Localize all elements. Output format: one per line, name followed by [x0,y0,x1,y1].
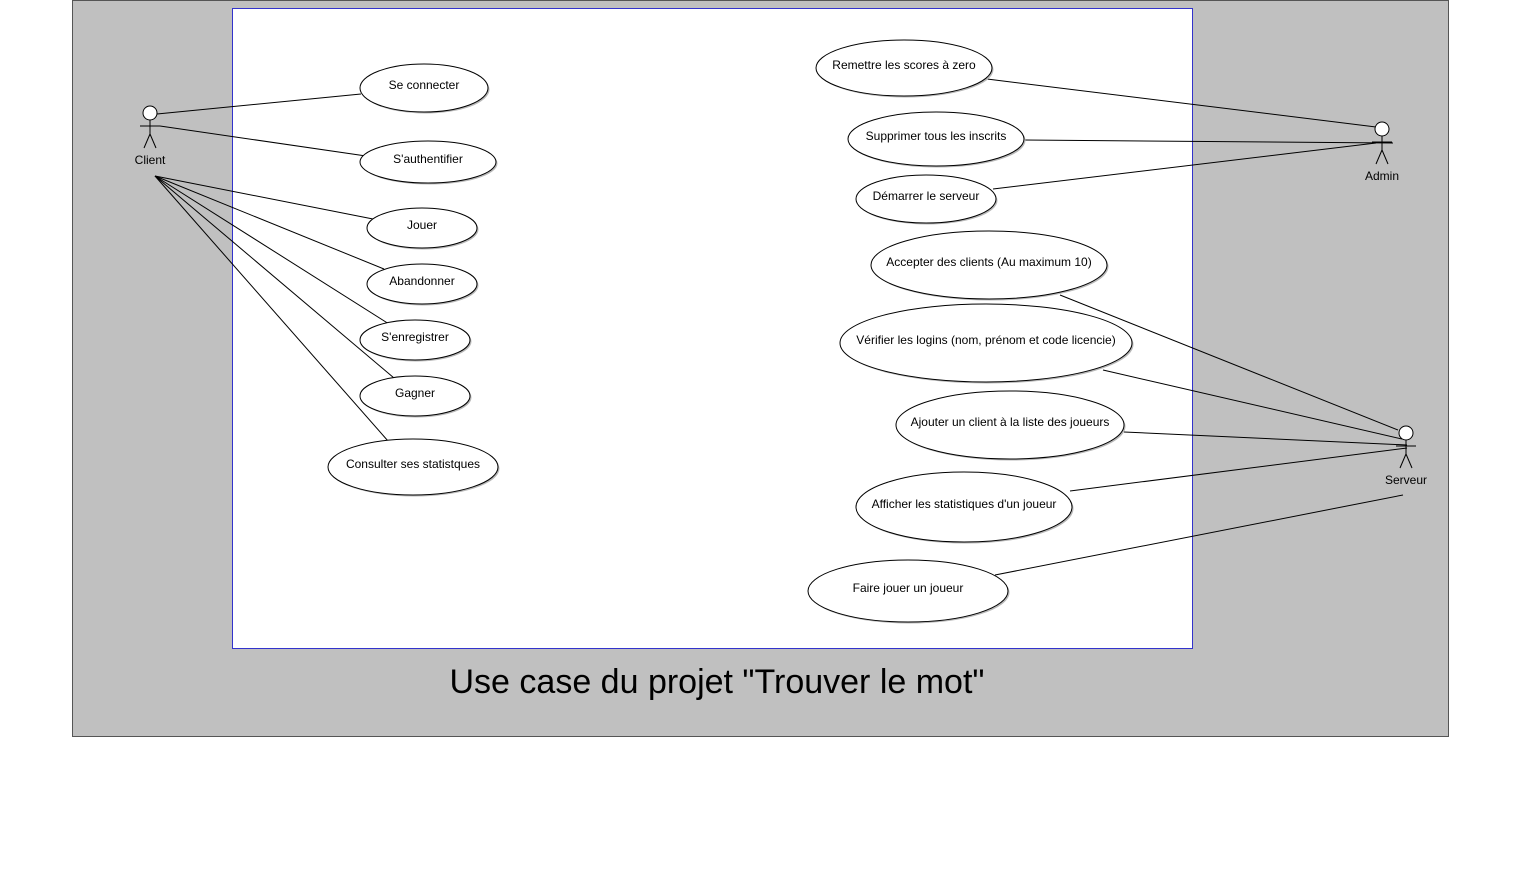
use-case-label: Remettre les scores à zero [832,58,976,72]
use-case-se-connecter: Se connecter [359,63,490,114]
use-case-label: Afficher les statistiques d'un joueur [872,497,1057,511]
actor-serveur: Serveur [1385,425,1427,487]
use-case-jouer: Jouer [366,207,479,250]
use-case-ellipse [366,263,478,305]
association-client-se_connecter [156,93,362,115]
association-client-s_enregistrer [154,175,390,325]
use-case-label: Accepter des clients (Au maximum 10) [886,255,1091,269]
association-admin-demarrer_serveur [992,142,1377,190]
use-case-ellipse [359,63,489,113]
association-serveur-faire_jouer [994,494,1404,576]
use-case-remettre-scores: Remettre les scores à zero [815,39,994,98]
actor-admin: Admin [1365,121,1399,183]
actor-right-leg [149,133,157,149]
use-case-demarrer-serveur: Démarrer le serveur [855,174,998,225]
use-case-label: Vérifier les logins (nom, prénom et code… [856,333,1115,347]
use-case-label: Gagner [395,386,435,400]
actor-right-leg [1381,149,1389,165]
use-case-ellipse [847,111,1025,167]
use-case-ellipse [366,207,478,249]
use-case-ellipse [870,230,1108,300]
use-cases: Se connecterS'authentifierJouerAbandonne… [327,39,1134,624]
use-case-afficher-stats: Afficher les statistiques d'un joueur [855,471,1074,544]
association-lines [154,78,1408,576]
association-client-jouer [154,175,374,220]
association-admin-supprimer_inscrits [1023,139,1394,144]
use-case-label: Abandonner [389,274,454,288]
use-case-label: Démarrer le serveur [873,189,980,203]
use-case-ellipse [327,438,499,496]
use-case-s-authentifier: S'authentifier [359,140,498,185]
actor-head [1374,121,1390,137]
actor-left-leg [1399,453,1407,469]
use-case-ajouter-client: Ajouter un client à la liste des joueurs [895,390,1126,461]
use-case-ellipse [855,174,997,224]
actor-label: Client [135,153,166,167]
use-case-gagner: Gagner [359,375,472,418]
use-case-faire-jouer: Faire jouer un joueur [807,559,1010,624]
association-serveur-accepter_clients [1059,294,1399,431]
use-case-supprimer-inscrits: Supprimer tous les inscrits [847,111,1026,168]
association-serveur-ajouter_client [1123,431,1408,446]
use-case-verifier-logins: Vérifier les logins (nom, prénom et code… [839,303,1134,384]
actor-left-leg [1375,149,1383,165]
actor-head [1398,425,1414,441]
use-case-abandonner: Abandonner [366,263,479,306]
actor-right-leg [1405,453,1413,469]
use-case-ellipse [855,471,1073,543]
use-case-ellipse [359,140,497,184]
use-case-label: Jouer [407,218,437,232]
association-serveur-verifier_logins [1102,369,1403,440]
actor-left-leg [143,133,151,149]
diagram-title: Use case du projet "Trouver le mot" [450,663,985,701]
use-case-s-enregistrer: S'enregistrer [359,319,472,362]
use-case-ellipse [815,39,993,97]
association-client-consulter_stats [154,175,389,442]
use-case-label: Consulter ses statistques [346,457,480,471]
use-case-ellipse [359,375,471,417]
use-case-ellipse [807,559,1009,623]
association-client-gagner [154,175,395,379]
association-client-s_authentifier [159,125,367,157]
association-client-abandonner [154,175,385,270]
use-case-label: Supprimer tous les inscrits [866,129,1007,143]
use-case-accepter-clients: Accepter des clients (Au maximum 10) [870,230,1109,301]
use-case-label: S'authentifier [393,152,463,166]
actor-label: Serveur [1385,473,1427,487]
use-case-consulter-stats: Consulter ses statistques [327,438,500,497]
use-case-label: Se connecter [389,78,460,92]
actor-head [142,105,158,121]
use-case-ellipse [895,390,1125,460]
association-admin-remettre_scores [986,78,1377,128]
use-case-ellipse [839,303,1133,383]
association-serveur-afficher_stats [1069,447,1408,492]
use-case-ellipse [359,319,471,361]
actor-client: Client [135,105,166,167]
use-case-label: Ajouter un client à la liste des joueurs [911,415,1110,429]
use-case-label: Faire jouer un joueur [853,581,964,595]
use-case-label: S'enregistrer [381,330,449,344]
actor-label: Admin [1365,169,1399,183]
